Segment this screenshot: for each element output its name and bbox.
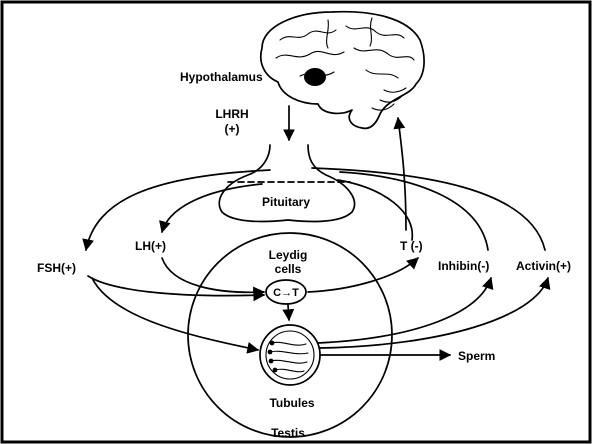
inhibin-label: Inhibin(-): [438, 259, 489, 273]
leydig-to-tubules-arrow: [288, 305, 289, 320]
t-label: T (-): [400, 239, 423, 253]
conversion-label: C→T: [273, 287, 299, 299]
hypothalamus-dot: [304, 68, 326, 86]
testis-label: Testis: [271, 426, 305, 440]
leydig-label-line2: cells: [275, 262, 302, 276]
pituitary-label: Pituitary: [262, 195, 310, 209]
lhrh-label: LHRH: [215, 107, 248, 121]
leydig-label-line1: Leydig: [269, 248, 308, 262]
activin-label: Activin(+): [516, 259, 571, 273]
tubules-label: Tubules: [269, 396, 314, 410]
lh-label: LH(+): [135, 239, 166, 253]
lhrh-sign-label: (+): [225, 122, 240, 136]
sperm-label: Sperm: [458, 349, 495, 363]
hypothalamus-label: Hypothalamus: [180, 70, 263, 84]
fsh-label: FSH(+): [37, 261, 76, 275]
